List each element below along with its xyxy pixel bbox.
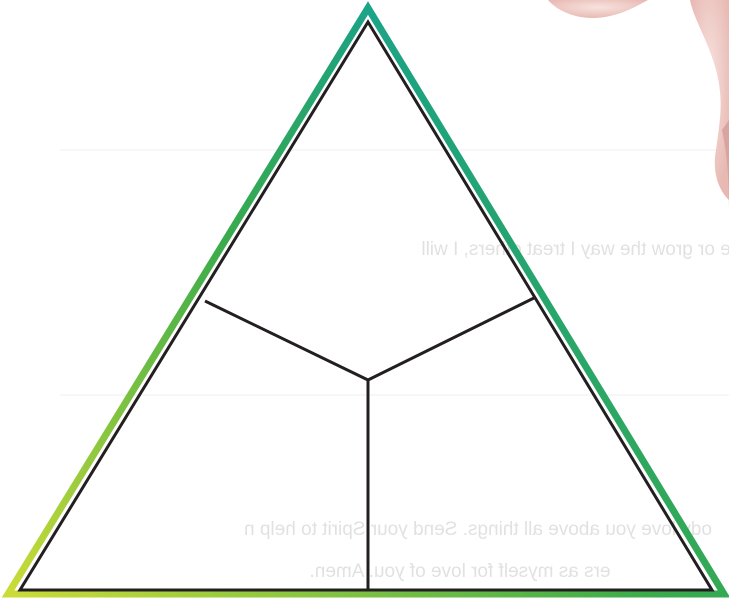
hand-photo-fragment: [548, 0, 729, 210]
